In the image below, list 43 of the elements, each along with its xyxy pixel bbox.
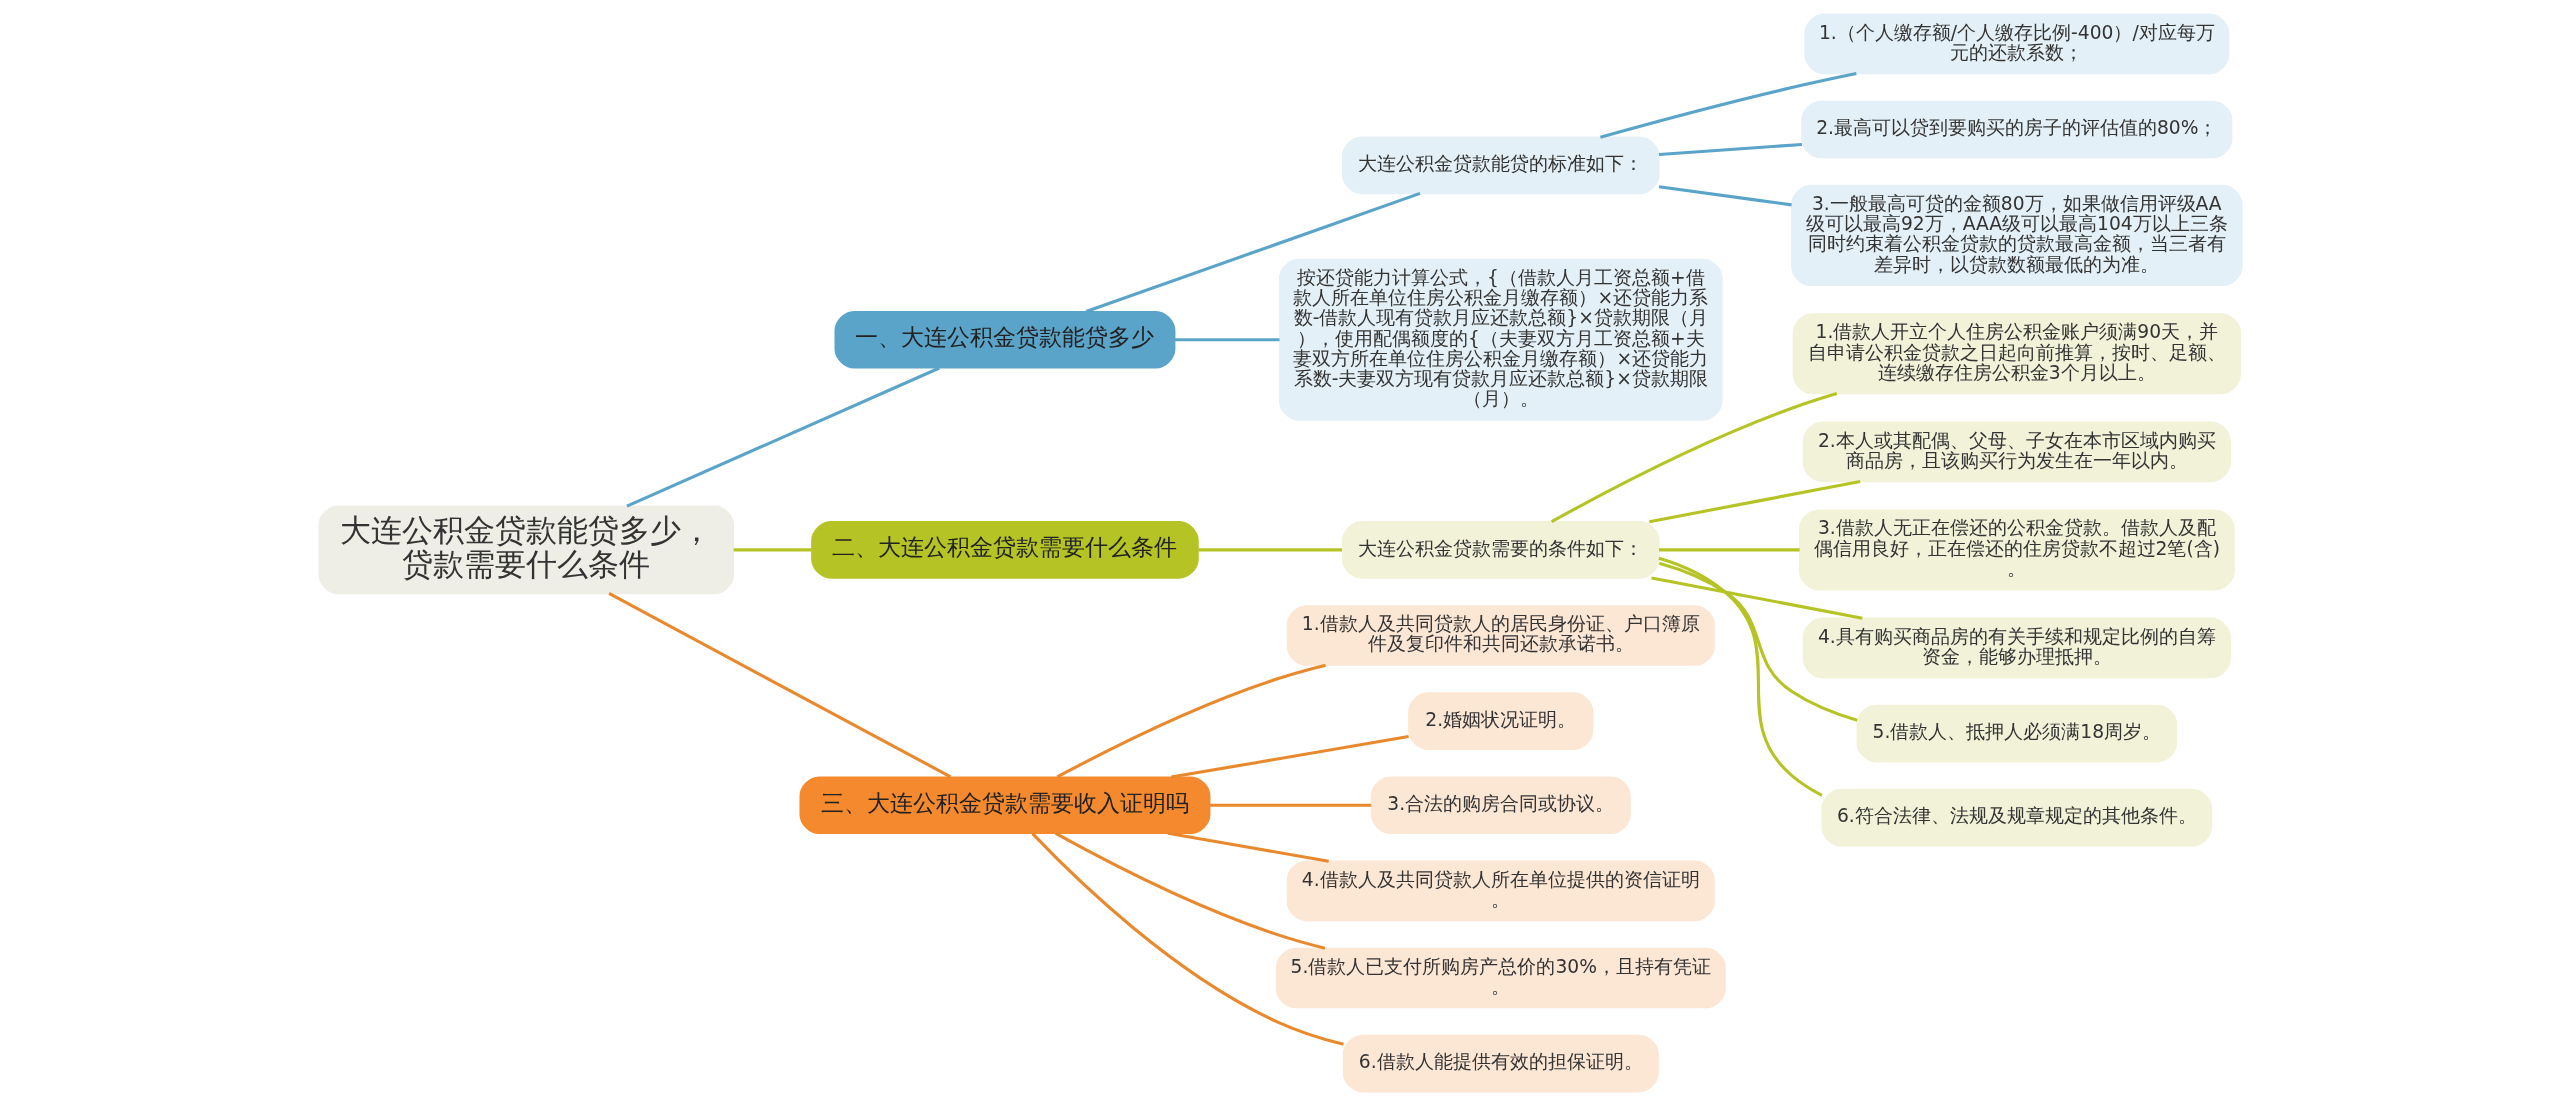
node-box: 2.婚姻状况证明。	[1407, 692, 1593, 750]
node-box: 大连公积金贷款能贷多少，贷款需要什么条件	[317, 505, 734, 595]
node-box: 1.借款人及共同贷款人的居民身份证、户口簿原件及复印件和共同还款承诺书。	[1286, 605, 1715, 666]
node-box: 二、大连公积金贷款需要什么条件	[810, 521, 1199, 579]
connector	[1085, 191, 1421, 313]
node-box: 1.借款人开立个人住房公积金账户须满90天，并自申请公积金贷款之日起向前推算，按时、足额、连续缴存住房公积金3个月以上。	[1792, 313, 2241, 395]
connector	[1174, 338, 1279, 342]
connector	[1170, 735, 1409, 779]
node-box: 4.借款人及共同贷款人所在单位提供的资信证明。	[1286, 860, 1715, 922]
connector	[1550, 392, 1837, 524]
connector	[1648, 479, 1860, 524]
connector	[607, 592, 951, 779]
node-box: 4.具有购买商品房的有关手续和规定比例的自筹资金，能够办理抵押。	[1802, 617, 2231, 679]
connector	[1054, 832, 1325, 950]
connector	[1056, 663, 1326, 779]
node-box: 2.本人或其配偶、父母、子女在本市区域内购买商品房，且该购买行为发生在一年以内。	[1802, 421, 2231, 483]
connector	[1658, 561, 1858, 722]
connector	[1658, 142, 1802, 156]
connector	[733, 548, 811, 552]
node-box: 大连公积金贷款需要的条件如下：	[1341, 521, 1660, 579]
node-box: 6.符合法律、法规及规章规定的其他条件。	[1820, 788, 2212, 847]
connector	[1657, 556, 1823, 797]
node-box: 一、大连公积金贷款能贷多少	[834, 310, 1175, 369]
connector	[1197, 548, 1342, 552]
node-box: 5.借款人、抵押人必须满18周岁。	[1856, 704, 2177, 763]
connector	[1658, 548, 1800, 552]
node-box: 3.合法的购房合同或协议。	[1370, 776, 1631, 834]
connector	[1650, 576, 1863, 620]
node-box: 3.借款人无正在偿还的公积金贷款。借款人及配偶信用良好，正在偿还的住房贷款不超过2笔(含)。	[1798, 509, 2235, 591]
connector	[1030, 832, 1344, 1046]
connector	[1658, 185, 1792, 207]
connector	[625, 366, 940, 508]
node-box: 2.最高可以贷到要购买的房子的评估值的80%；	[1800, 100, 2232, 159]
connector	[1167, 831, 1329, 863]
node-box: 三、大连公积金贷款需要收入证明吗	[798, 776, 1210, 834]
node-box: 1.（个人缴存额/个人缴存比例-400）/对应每万元的还款系数；	[1803, 13, 2229, 75]
node-box: 大连公积金贷款能贷的标准如下：	[1341, 136, 1660, 195]
node-box: 5.借款人已支付所购房产总价的30%，且持有凭证。	[1275, 947, 1726, 1009]
node-box: 按还贷能力计算公式，{（借款人月工资总额+借款人所在单位住房公积金月缴存额）×还贷能力系数-借款人现有贷款月应还款总额}×贷款期限（月），使用配偶额度的{（夫妻双方月工资总额+夫妻双方所在单位住房公积金月缴存额）×还贷能力系数-夫妻双方现有贷款月应还款总额}×贷款期限（月）。	[1278, 258, 1723, 421]
connector	[1599, 72, 1857, 139]
node-box: 6.借款人能提供有效的担保证明。	[1342, 1034, 1659, 1093]
node-box: 3.一般最高可贷的金额80万，如果做信用评级AA级可以最高92万，AAA级可以最高104万以上三条同时约束着公积金贷款的贷款最高金额，当三者有差异时，以贷款数额最低的为准。	[1790, 184, 2243, 286]
connector	[1209, 803, 1371, 807]
